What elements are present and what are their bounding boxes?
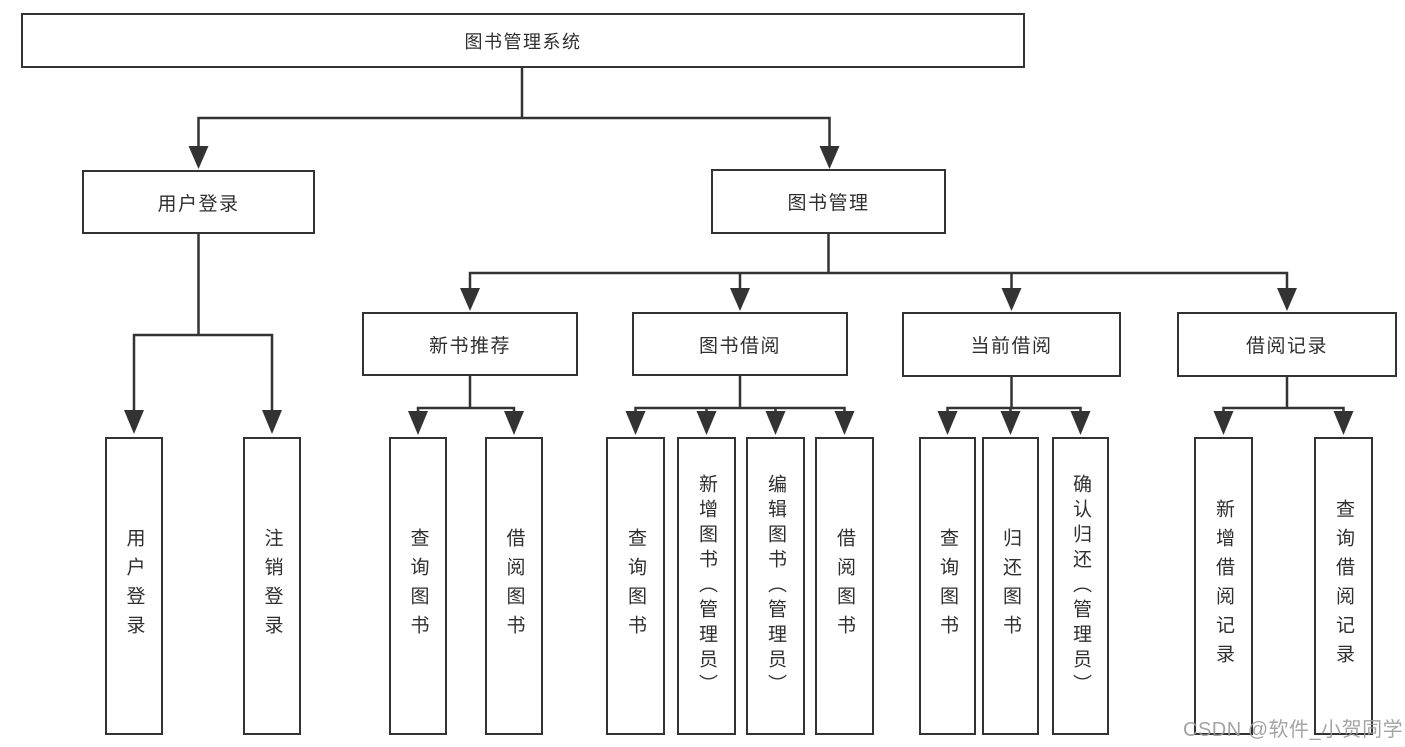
leaf-current-query-books: 查询图书 — [919, 437, 976, 735]
node-new-book-recommend: 新书推荐 — [362, 312, 578, 376]
leaf-return-books: 归还图书 — [982, 437, 1039, 735]
leaf-recommend-query-books: 查询图书 — [389, 437, 447, 735]
leaf-add-books-admin: 新增图书（管理员） — [677, 437, 736, 735]
node-user-login: 用户登录 — [82, 170, 315, 234]
leaf-borrow-query-books: 查询图书 — [606, 437, 665, 735]
node-borrow-records: 借阅记录 — [1177, 312, 1397, 377]
leaf-borrow-books: 借阅图书 — [815, 437, 874, 735]
leaf-edit-books-admin: 编辑图书（管理员） — [746, 437, 805, 735]
node-root: 图书管理系统 — [21, 13, 1025, 68]
leaf-confirm-return-admin: 确认归还（管理员） — [1052, 437, 1109, 735]
leaf-recommend-borrow-books: 借阅图书 — [485, 437, 543, 735]
csdn-watermark: CSDN @软件_小贺同学 — [1183, 719, 1404, 741]
leaf-query-borrow-record: 查询借阅记录 — [1314, 437, 1373, 735]
leaf-logout: 注销登录 — [243, 437, 301, 735]
leaf-add-borrow-record: 新增借阅记录 — [1194, 437, 1253, 735]
leaf-user-login: 用户登录 — [105, 437, 163, 735]
node-book-management: 图书管理 — [711, 169, 946, 234]
node-current-borrow: 当前借阅 — [902, 312, 1121, 377]
node-book-borrow: 图书借阅 — [632, 312, 848, 376]
